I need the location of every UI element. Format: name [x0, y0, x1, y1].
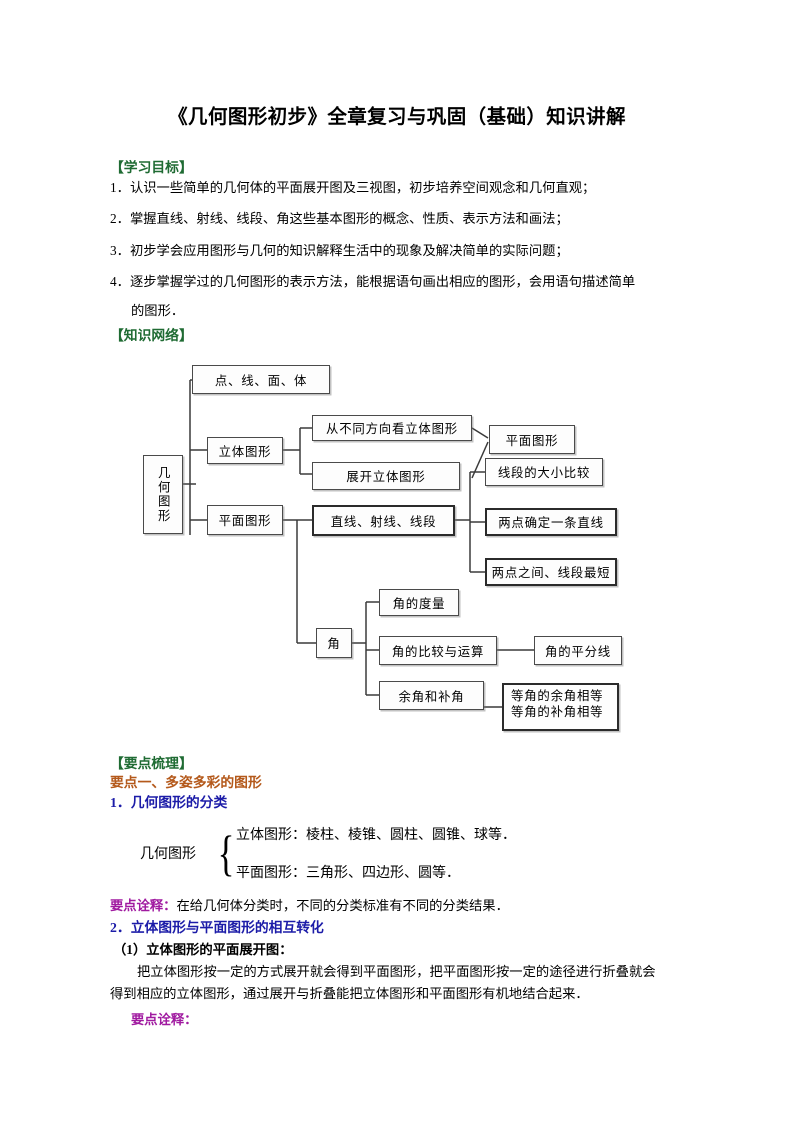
- diagram-node-root: 几何图形: [143, 455, 183, 534]
- diagram-node-angle-measure: 角的度量: [379, 589, 459, 616]
- classification-row-solid: 立体图形：棱柱、棱锥、圆柱、圆锥、球等．: [236, 828, 516, 843]
- diagram-connectors: [183, 379, 534, 708]
- objective-4-number: 4．: [110, 274, 130, 289]
- sub2-paragraph-line-1: 把立体图形按一定的方式展开就会得到平面图形，把平面图形按一定的途径进行折叠就会: [137, 964, 656, 979]
- diagram-node-two-points-determine-line: 两点确定一条直线: [485, 508, 617, 536]
- objective-1-text: 认识一些简单的几何体的平面展开图及三视图，初步培养空间观念和几何直观；: [129, 180, 596, 195]
- diagram-node-view-from-directions: 从不同方向看立体图形: [312, 415, 472, 441]
- page-title: 《几何图形初步》全章复习与巩固（基础）知识讲解: [168, 107, 626, 128]
- note-1-text: 在给几何体分类时，不同的分类标准有不同的分类结果．: [176, 898, 509, 913]
- diagram-node-angle-bisector: 角的平分线: [534, 636, 622, 665]
- diagram-node-solid-figure: 立体图形: [207, 437, 283, 464]
- objective-item-4-continued: 的图形．: [131, 303, 185, 318]
- diagram-node-segment-comparison: 线段的大小比较: [485, 458, 603, 486]
- diagram-node-angle-comparison-operation: 角的比较与运算: [379, 636, 497, 665]
- diagram-node-plane-figure-result: 平面图形: [489, 425, 575, 454]
- diagram-node-two-points-shortest: 两点之间、线段最短: [485, 558, 617, 586]
- classification-label: 几何图形: [140, 847, 196, 862]
- knowledge-network-heading: 【知识网络】: [110, 328, 193, 343]
- key-point-sub2-item-1: （1）立体图形的平面展开图：: [113, 942, 293, 957]
- objective-3-text: 初步学会应用图形与几何的知识解释生活中的现象及解决简单的实际问题；: [129, 243, 569, 258]
- key-point-sub1-title: 1．几何图形的分类: [110, 795, 228, 810]
- diagram-node-plane-figure: 平面图形: [207, 505, 283, 535]
- diagram-node-line-ray-segment: 直线、射线、线段: [312, 505, 455, 536]
- objective-item-2: 2．掌握直线、射线、线段、角这些基本图形的概念、性质、表示方法和画法；: [110, 209, 710, 229]
- objective-item-4: 4．逐步掌握学过的几何图形的表示方法，能根据语句画出相应的图形，会用语句描述简单: [110, 272, 750, 292]
- key-point-note-1: 要点诠释：在给几何体分类时，不同的分类标准有不同的分类结果．: [110, 896, 710, 917]
- key-points-heading: 【要点梳理】: [110, 756, 193, 771]
- key-point-note-2-label: 要点诠释：: [131, 1012, 198, 1027]
- key-point-one-title: 要点一、多姿多彩的图形: [110, 775, 262, 790]
- classification-brace: {: [217, 825, 235, 881]
- objective-3-number: 3．: [110, 243, 130, 258]
- diagram-node-complement-supplement: 余角和补角: [379, 681, 484, 710]
- equal-complements-line-2: 等角的补角相等: [511, 705, 604, 720]
- geometry-classification-block: 几何图形 { 立体图形：棱柱、棱锥、圆柱、圆锥、球等． 平面图形：三角形、四边形…: [140, 822, 700, 888]
- sub2-paragraph-line-2: 得到相应的立体图形，通过展开与折叠能把立体图形和平面图形有机地结合起来．: [110, 986, 589, 1001]
- objective-item-3: 3．初步学会应用图形与几何的知识解释生活中的现象及解决简单的实际问题；: [110, 241, 730, 261]
- objective-4-text: 逐步掌握学过的几何图形的表示方法，能根据语句画出相应的图形，会用语句描述简单: [129, 274, 636, 289]
- note-1-label: 要点诠释：: [110, 898, 177, 913]
- learning-objectives-heading: 【学习目标】: [110, 160, 193, 175]
- objective-2-text: 掌握直线、射线、线段、角这些基本图形的概念、性质、表示方法和画法；: [129, 211, 569, 226]
- objective-1-number: 1．: [110, 180, 130, 195]
- classification-row-plane: 平面图形：三角形、四边形、圆等．: [236, 866, 460, 881]
- diagram-node-points-lines-faces-solids: 点、线、面、体: [192, 365, 330, 394]
- objective-item-1: 1．认识一些简单的几何体的平面展开图及三视图，初步培养空间观念和几何直观；: [110, 178, 710, 198]
- equal-complements-line-1: 等角的余角相等: [511, 689, 604, 703]
- diagram-node-equal-angles-complements: 等角的余角相等 等角的补角相等: [502, 683, 619, 731]
- diagram-node-unfold-solid: 展开立体图形: [312, 462, 460, 490]
- knowledge-network-diagram: 几何图形 点、线、面、体 立体图形 平面图形 从不同方向看立体图形 展开立体图形…: [0, 350, 794, 750]
- diagram-node-angle: 角: [316, 628, 352, 658]
- objective-2-number: 2．: [110, 211, 130, 226]
- key-point-sub2-title: 2．立体图形与平面图形的相互转化: [110, 920, 324, 935]
